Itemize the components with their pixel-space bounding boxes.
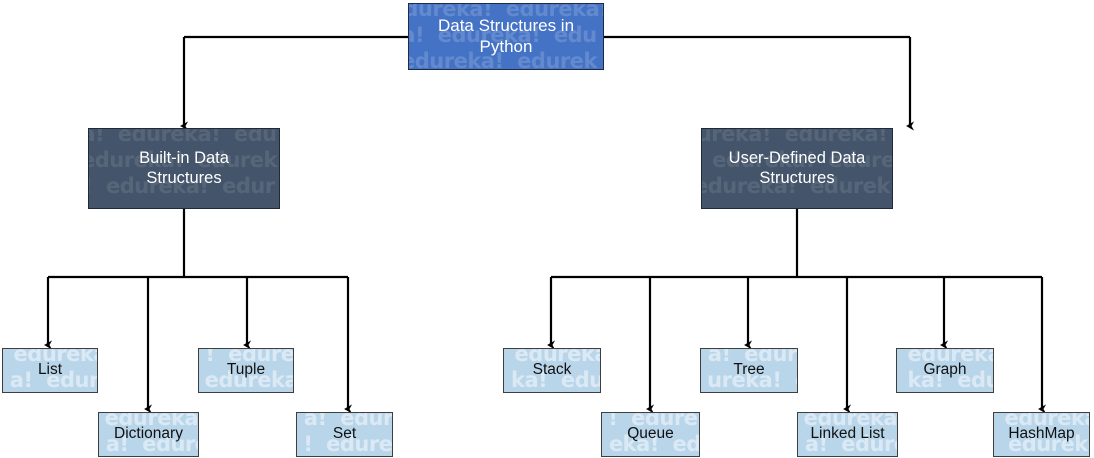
node-root-label: Data Structures in Python bbox=[437, 16, 575, 56]
node-linked-list[interactable]: edureka! edur a! edureka! e al edureka! … bbox=[797, 412, 898, 457]
node-built-in-label: Built-in Data Structures bbox=[139, 149, 229, 187]
node-tuple[interactable]: ! edureka! ed edureka! edur a! edureka! … bbox=[198, 348, 294, 393]
node-graph-label: Graph bbox=[923, 361, 967, 379]
node-linked-list-label: Linked List bbox=[810, 425, 885, 443]
node-queue[interactable]: ! edureka! ed eka! edureka! edureka! edu… bbox=[601, 412, 700, 457]
node-user-defined-label: User-Defined Data Structures bbox=[728, 149, 866, 187]
node-list-label: List bbox=[37, 361, 63, 379]
node-dictionary[interactable]: edureka! edur a! edureka! e ka! edureka!… bbox=[98, 412, 199, 457]
node-list[interactable]: edureka! edu a! edureka! e edureka! edu … bbox=[2, 348, 98, 393]
node-hashmap-label: HashMap bbox=[1008, 425, 1075, 443]
node-tuple-label: Tuple bbox=[226, 361, 266, 379]
node-root[interactable]: edureka! edureka! a! edureka! edu edurek… bbox=[408, 3, 604, 70]
node-graph[interactable]: edureka! edu ka! edureka! ! edureka! ed … bbox=[896, 348, 994, 393]
node-dictionary-label: Dictionary bbox=[114, 425, 183, 443]
node-user-defined-data-structures[interactable]: ureka! edureka! ! edureka! edure edureka… bbox=[701, 128, 893, 209]
node-tree[interactable]: a! edureka! e ureka! edurek edureka! edu… bbox=[700, 348, 798, 393]
node-built-in-data-structures[interactable]: a! edureka! edu edureka! edurek ! edurek… bbox=[88, 128, 280, 209]
node-stack[interactable]: edureka! edu ka! edureka! ! edureka! ed … bbox=[503, 348, 601, 393]
node-set[interactable]: a! edureka! e ! edureka! ed ureka! edure… bbox=[296, 412, 393, 457]
node-set-label: Set bbox=[332, 425, 357, 443]
node-hashmap[interactable]: edureka! edu edureka! edu eka! edureka! … bbox=[993, 412, 1090, 457]
node-queue-label: Queue bbox=[627, 425, 674, 443]
node-tree-label: Tree bbox=[733, 361, 765, 379]
node-stack-label: Stack bbox=[532, 361, 572, 379]
